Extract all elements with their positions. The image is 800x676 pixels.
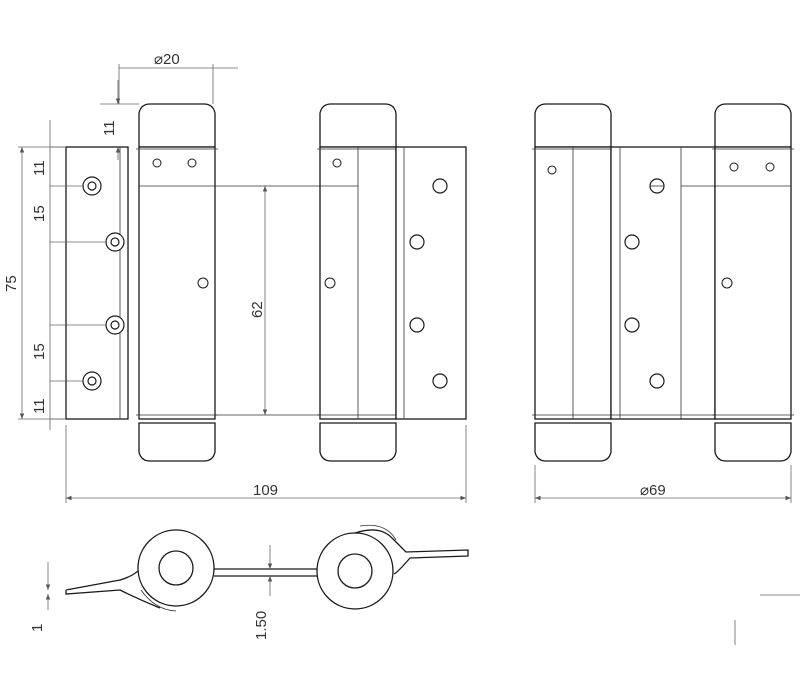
front-view-left [65,103,467,462]
pivot-cylinder-left [136,103,218,462]
dimension-labels: ⌀20 11 11 15 75 15 11 62 109 ⌀69 1 1.50 [3,51,666,640]
dim-overall-width: 109 [253,482,278,499]
dim-cap-height: 11 [101,120,118,136]
plan-view [65,524,469,612]
dim-leaf-height: 62 [249,301,266,318]
dim-pivot-diameter: ⌀20 [154,51,180,68]
dim-gap: 1.50 [253,611,270,640]
screw-holes-left [82,176,125,391]
right-leaf-plate [395,146,467,420]
dim-total-height: 75 [3,275,20,292]
center-leaf-plate [610,146,716,420]
front-view-right [532,103,794,462]
dim-hole-spacing-top: 15 [31,205,48,222]
pivot-cylinder-middle [317,103,399,462]
dim-bottom-offset: 11 [31,398,48,414]
pivot-cylinder-right-b [712,103,794,462]
dim-hole-spacing-bottom: 15 [31,343,48,360]
dim-top-offset: 11 [31,160,48,176]
screw-holes-right [409,178,448,389]
dim-right-width: ⌀69 [640,482,666,499]
pivot-cylinder-right-a [532,103,614,462]
dim-leaf-thickness: 1 [29,624,46,632]
dimension-lines [18,64,800,645]
